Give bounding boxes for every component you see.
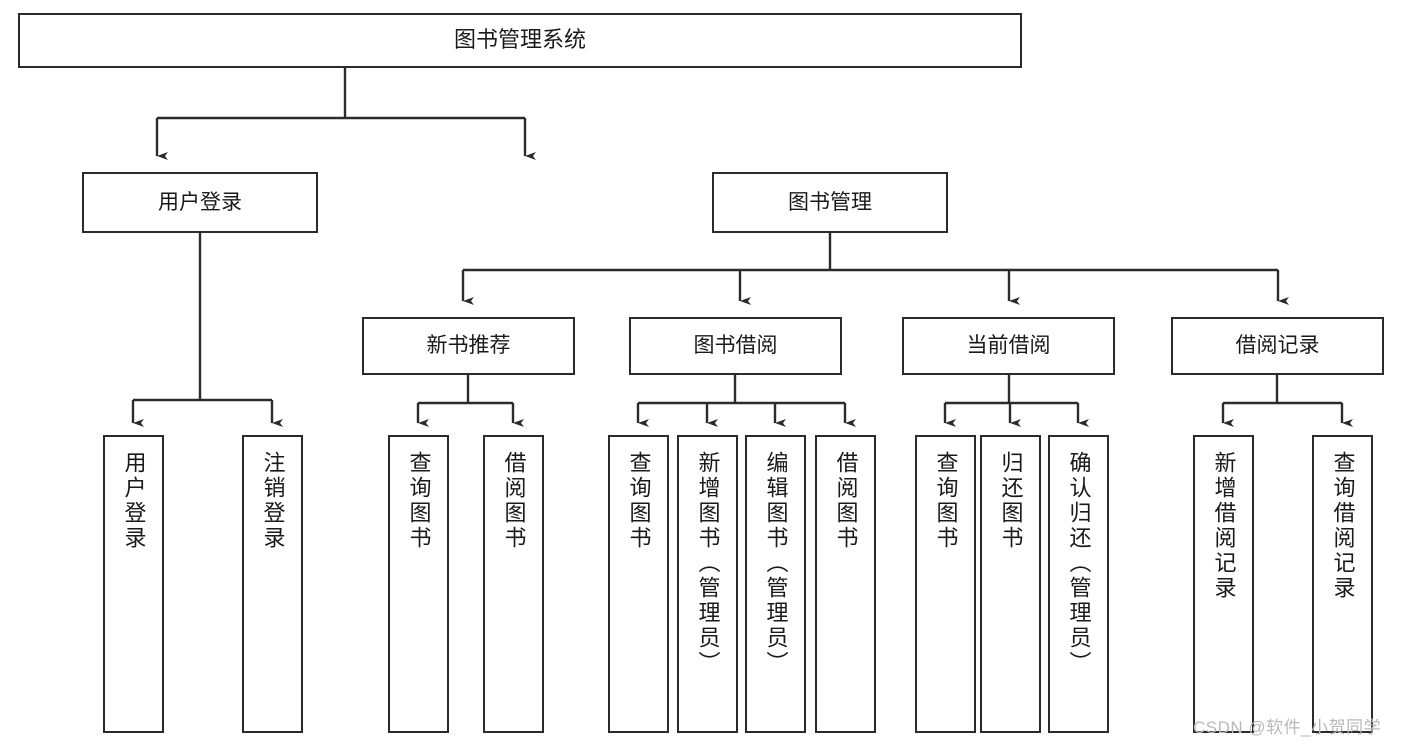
node-confirm-return-admin-label: 确认归还（管理员）	[1066, 451, 1092, 676]
node-borrow-book-rec-label: 借阅图书	[501, 451, 527, 551]
node-borrow-record[interactable]: 借阅记录	[1171, 317, 1384, 375]
node-user-login-label: 用户登录	[158, 190, 242, 214]
node-add-book-admin-label: 新增图书（管理员）	[695, 451, 721, 676]
node-query-book-current[interactable]: 查询图书	[915, 435, 976, 733]
node-borrow-book-label: 借阅图书	[833, 451, 859, 551]
node-add-borrow-record-label: 新增借阅记录	[1211, 451, 1237, 601]
node-edit-book-admin[interactable]: 编辑图书（管理员）	[745, 435, 806, 733]
node-query-book-rec-label: 查询图书	[406, 451, 432, 551]
node-book-management[interactable]: 图书管理	[712, 172, 948, 233]
node-user-login-leaf-label: 用户登录	[121, 451, 147, 551]
node-book-borrow-label: 图书借阅	[693, 334, 778, 358]
node-borrow-book[interactable]: 借阅图书	[815, 435, 876, 733]
node-book-management-label: 图书管理	[788, 190, 872, 214]
node-borrow-record-label: 借阅记录	[1235, 334, 1320, 358]
node-add-borrow-record[interactable]: 新增借阅记录	[1193, 435, 1254, 733]
node-query-book-borrow[interactable]: 查询图书	[608, 435, 669, 733]
node-book-borrow[interactable]: 图书借阅	[629, 317, 842, 375]
watermark: CSDN @软件_小贺同学	[1193, 718, 1382, 737]
node-query-book-borrow-label: 查询图书	[626, 451, 652, 551]
node-logout-leaf[interactable]: 注销登录	[242, 435, 303, 733]
node-current-borrow[interactable]: 当前借阅	[902, 317, 1115, 375]
node-root[interactable]: 图书管理系统	[18, 13, 1022, 68]
node-current-borrow-label: 当前借阅	[966, 334, 1051, 358]
node-query-borrow-record-label: 查询借阅记录	[1330, 451, 1356, 601]
node-new-book-recommend[interactable]: 新书推荐	[362, 317, 575, 375]
node-borrow-book-rec[interactable]: 借阅图书	[483, 435, 544, 733]
node-query-book-rec[interactable]: 查询图书	[388, 435, 449, 733]
node-confirm-return-admin[interactable]: 确认归还（管理员）	[1048, 435, 1109, 733]
node-add-book-admin[interactable]: 新增图书（管理员）	[677, 435, 738, 733]
node-user-login[interactable]: 用户登录	[82, 172, 318, 233]
node-edit-book-admin-label: 编辑图书（管理员）	[763, 451, 789, 676]
node-user-login-leaf[interactable]: 用户登录	[103, 435, 164, 733]
node-query-book-current-label: 查询图书	[933, 451, 959, 551]
node-new-book-recommend-label: 新书推荐	[426, 334, 511, 358]
node-root-label: 图书管理系统	[453, 27, 586, 53]
node-logout-leaf-label: 注销登录	[260, 451, 286, 551]
node-return-book-label: 归还图书	[998, 451, 1024, 551]
node-query-borrow-record[interactable]: 查询借阅记录	[1312, 435, 1373, 733]
node-return-book[interactable]: 归还图书	[980, 435, 1041, 733]
